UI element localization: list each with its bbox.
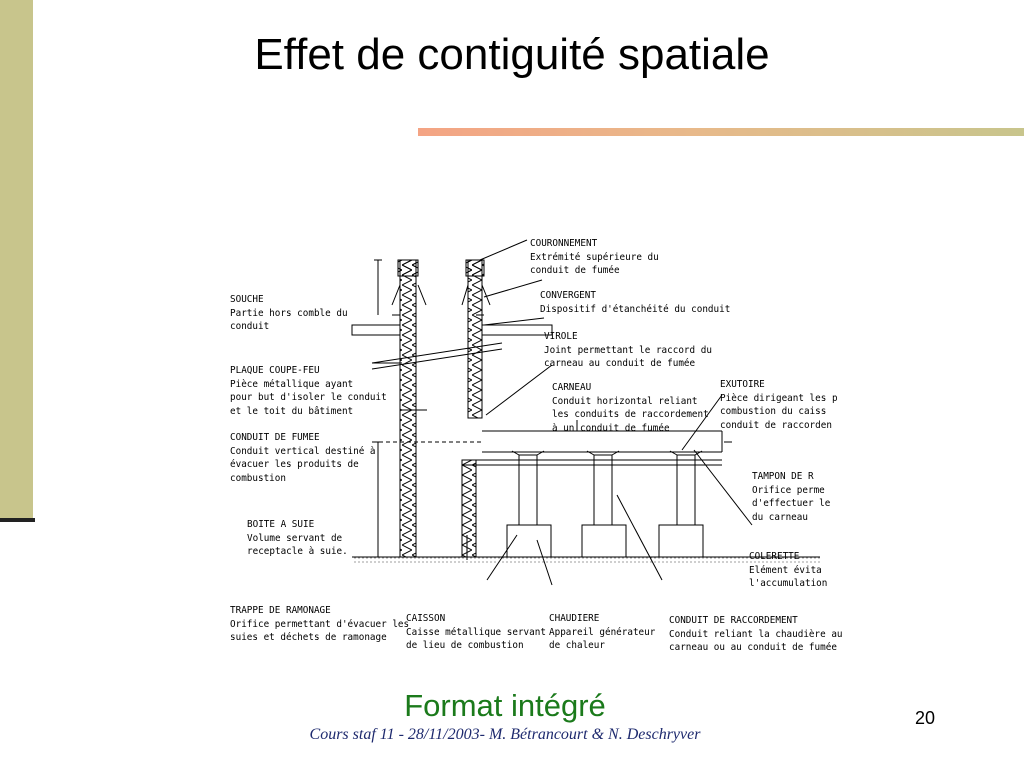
boilers [506,450,704,558]
roof-slab [351,324,553,370]
left-accent-bar [0,0,33,520]
carneau-duct [462,430,723,466]
chimney-wall-right [461,259,485,558]
slide-title: Effet de contiguité spatiale [254,30,770,79]
title-accent-line [418,128,1024,136]
page-number: 20 [914,708,936,728]
chimney-drawing [351,239,820,586]
slide-footer: Cours staf 11 - 28/11/2003- M. Bétrancou… [309,726,701,743]
pointer-arrows [372,239,753,586]
chimney-wall-left [397,259,419,558]
convergent-parts [391,284,491,316]
left-accent-underline [0,518,35,522]
dimension-lines [374,259,382,558]
slide-caption: Format intégré [404,688,606,723]
